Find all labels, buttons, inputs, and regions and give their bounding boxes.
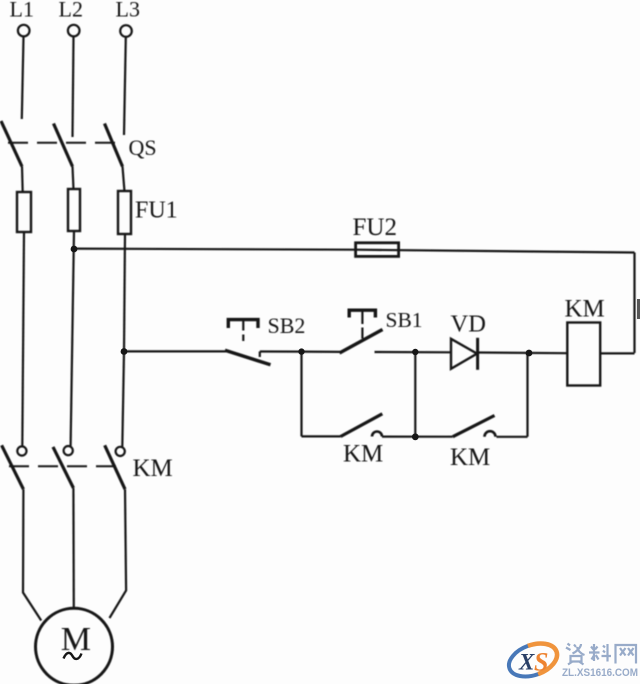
svg-text:ZL.XS1616.COM: ZL.XS1616.COM	[562, 667, 638, 679]
svg-text:SB2: SB2	[268, 313, 306, 338]
svg-text:VD: VD	[451, 311, 486, 338]
svg-text:FU1: FU1	[135, 198, 178, 224]
svg-text:KM: KM	[565, 296, 605, 323]
svg-text:S: S	[534, 648, 548, 677]
svg-text:M: M	[61, 621, 91, 658]
svg-text:QS: QS	[129, 135, 157, 160]
svg-text:KM: KM	[343, 441, 383, 468]
svg-text:SB1: SB1	[386, 308, 423, 332]
svg-text:X: X	[518, 650, 535, 675]
svg-text:KM: KM	[450, 444, 490, 471]
svg-text:KM: KM	[133, 455, 173, 482]
svg-text:FU2: FU2	[353, 214, 397, 241]
svg-text:L2: L2	[59, 0, 83, 22]
svg-text:L1: L1	[10, 0, 34, 22]
svg-text:L3: L3	[116, 0, 140, 22]
